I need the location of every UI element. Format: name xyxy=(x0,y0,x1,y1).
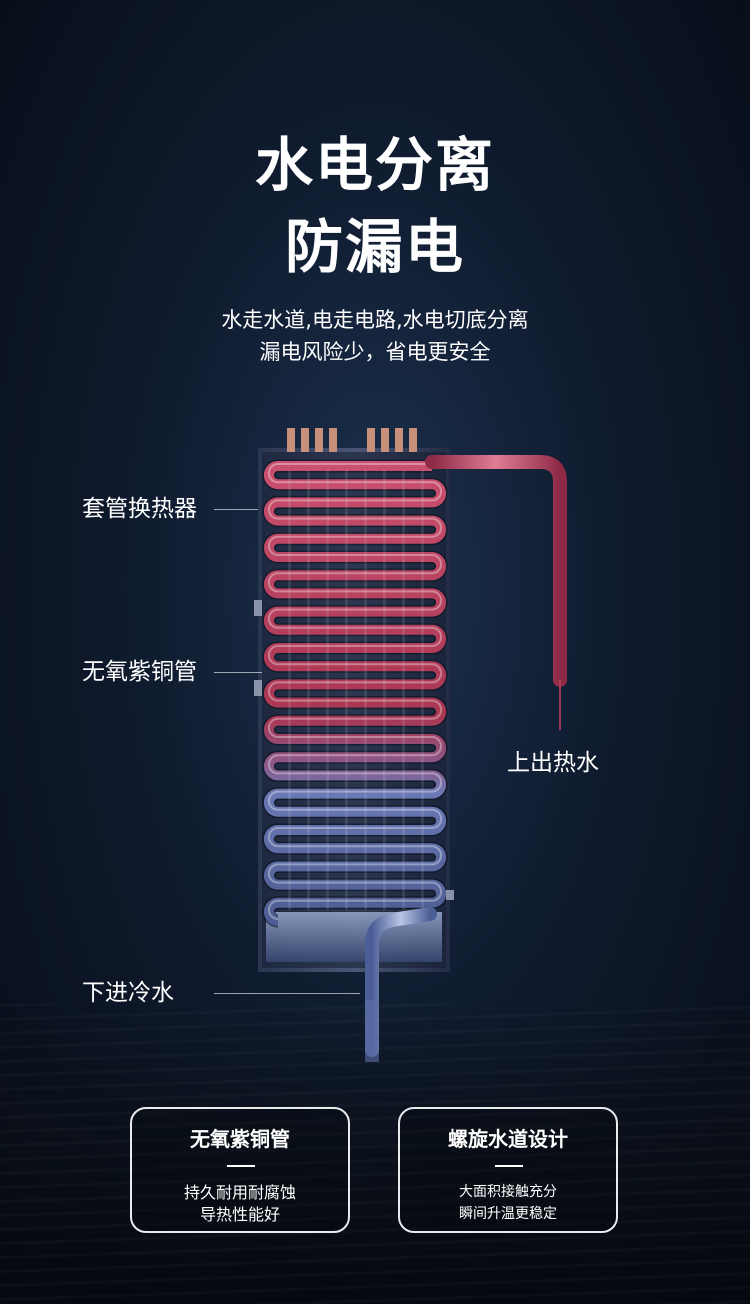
callout-cold-inlet: 下进冷水 xyxy=(82,980,174,1006)
coil-fin xyxy=(421,470,424,910)
subtitle-line-1: 水走水道,电走电路,水电切底分离 xyxy=(221,308,529,332)
coil-fin xyxy=(288,470,291,910)
coil-fin xyxy=(345,470,348,910)
side-fittings xyxy=(254,600,454,900)
leader-line-cold-inlet xyxy=(214,993,360,994)
leader-line-copper-tube xyxy=(214,672,262,673)
coil-fin xyxy=(383,470,386,910)
top-connectors xyxy=(287,428,417,452)
copper-coil xyxy=(262,459,448,928)
feature-card-copper: 无氧紫铜管 持久耐用耐腐蚀 导热性能好 xyxy=(130,1107,350,1233)
coil-fin xyxy=(307,470,310,910)
subtitle-line-2: 漏电风险少，省电更安全 xyxy=(259,340,491,364)
callout-hot-outlet: 上出热水 xyxy=(507,750,599,776)
feature-card-title: 无氧紫铜管 xyxy=(190,1127,290,1151)
feature-card-spiral: 螺旋水道设计 大面积接触充分 瞬间升温更稳定 xyxy=(398,1107,618,1233)
coil-fin xyxy=(402,470,405,910)
coil-tube xyxy=(263,461,447,926)
hot-water-outlet-pipe xyxy=(425,455,567,687)
heat-exchanger-illustration xyxy=(254,428,567,1062)
cold-water-inlet-pipe xyxy=(365,907,437,1057)
headline-line-2: 防漏电 xyxy=(284,213,465,281)
feature-card-text: 大面积接触充分 xyxy=(459,1184,557,1200)
leader-line-sleeve-exchanger xyxy=(214,509,258,510)
coil-fin xyxy=(326,470,329,910)
callout-copper-tube: 无氧紫铜管 xyxy=(82,659,197,685)
coil-fin xyxy=(364,470,367,910)
feature-card-divider xyxy=(227,1165,255,1167)
feature-card-text: 持久耐用耐腐蚀 xyxy=(183,1183,296,1202)
headline-line-1: 水电分离 xyxy=(254,131,495,199)
feature-card-title: 螺旋水道设计 xyxy=(448,1127,568,1151)
feature-card-text: 瞬间升温更稳定 xyxy=(459,1206,557,1222)
feature-card-text: 导热性能好 xyxy=(199,1205,280,1224)
callout-sleeve-exchanger: 套管换热器 xyxy=(82,496,197,522)
feature-card-divider xyxy=(495,1165,523,1167)
